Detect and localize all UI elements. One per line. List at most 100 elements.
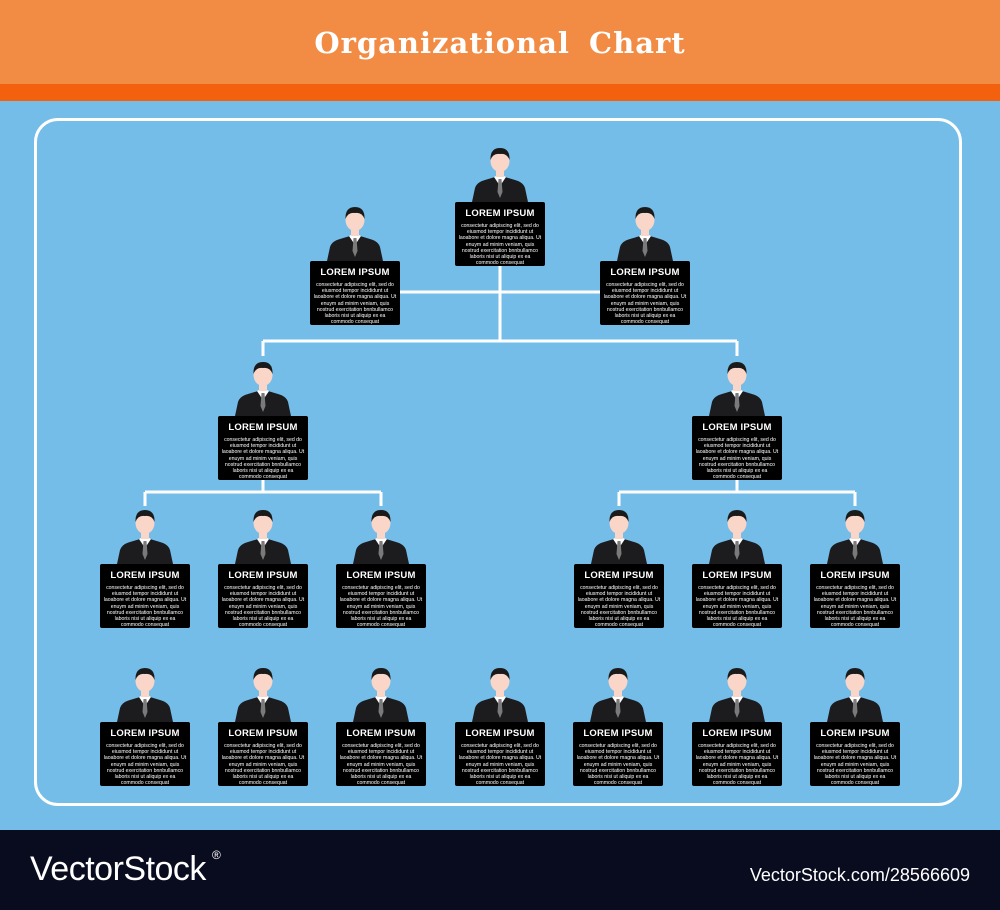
tie-shape (734, 541, 740, 560)
neck-shape (496, 169, 504, 177)
hair-shape (371, 668, 391, 680)
position-description: consectetur adipiscing elit, sed do eius… (576, 743, 660, 787)
neck-shape (351, 228, 359, 236)
neck-shape (377, 689, 385, 697)
position-description: consectetur adipiscing elit, sed do eius… (103, 585, 187, 629)
tie-shape (260, 393, 266, 412)
position-title: LOREM IPSUM (465, 728, 535, 739)
neck-shape (851, 531, 859, 539)
position-title: LOREM IPSUM (820, 728, 890, 739)
person-icon (574, 504, 664, 564)
person-icon (455, 662, 545, 722)
person-icon (100, 504, 190, 564)
person-icon (692, 504, 782, 564)
registered-mark: ® (212, 848, 221, 862)
face-shape (253, 364, 273, 386)
person-icon (310, 201, 400, 261)
face-shape (345, 209, 365, 231)
position-card: LOREM IPSUM consectetur adipiscing elit, … (692, 722, 782, 786)
face-shape (608, 670, 628, 692)
position-title: LOREM IPSUM (702, 728, 772, 739)
neck-shape (496, 689, 504, 697)
hair-shape (727, 668, 747, 680)
position-description: consectetur adipiscing elit, sed do eius… (339, 585, 423, 629)
face-shape (253, 670, 273, 692)
neck-shape (641, 228, 649, 236)
neck-shape (259, 531, 267, 539)
hair-shape (135, 510, 155, 522)
position-description: consectetur adipiscing elit, sed do eius… (221, 437, 305, 481)
tie-shape (852, 541, 858, 560)
person-icon (810, 662, 900, 722)
position-title: LOREM IPSUM (610, 267, 680, 278)
position-description: consectetur adipiscing elit, sed do eius… (221, 585, 305, 629)
org-node: LOREM IPSUM consectetur adipiscing elit, … (600, 201, 690, 325)
stock-id: VectorStock.com/28566609 (749, 865, 970, 885)
person-icon (100, 662, 190, 722)
person-icon (218, 504, 308, 564)
hair-shape (253, 510, 273, 522)
tie-shape (615, 699, 621, 718)
person-icon (692, 356, 782, 416)
hair-shape (490, 148, 510, 160)
tie-shape (142, 541, 148, 560)
face-shape (371, 670, 391, 692)
tie-shape (497, 179, 503, 198)
position-card: LOREM IPSUM consectetur adipiscing elit, … (218, 722, 308, 786)
position-title: LOREM IPSUM (820, 570, 890, 581)
face-shape (490, 150, 510, 172)
org-node: LOREM IPSUM consectetur adipiscing elit, … (218, 662, 308, 786)
position-title: LOREM IPSUM (584, 570, 654, 581)
person-icon (810, 504, 900, 564)
hair-shape (345, 207, 365, 219)
person-icon (455, 142, 545, 202)
position-description: consectetur adipiscing elit, sed do eius… (221, 743, 305, 787)
face-shape (135, 512, 155, 534)
face-shape (727, 512, 747, 534)
person-icon (336, 662, 426, 722)
tie-shape (260, 699, 266, 718)
tie-shape (352, 238, 358, 257)
position-description: consectetur adipiscing elit, sed do eius… (695, 585, 779, 629)
hair-shape (635, 207, 655, 219)
tie-shape (497, 699, 503, 718)
neck-shape (141, 531, 149, 539)
face-shape (845, 512, 865, 534)
face-shape (490, 670, 510, 692)
position-description: consectetur adipiscing elit, sed do eius… (603, 282, 687, 326)
position-description: consectetur adipiscing elit, sed do eius… (695, 743, 779, 787)
neck-shape (615, 531, 623, 539)
position-title: LOREM IPSUM (702, 422, 772, 433)
person-icon (336, 504, 426, 564)
position-description: consectetur adipiscing elit, sed do eius… (103, 743, 187, 787)
position-title: LOREM IPSUM (228, 728, 298, 739)
position-title: LOREM IPSUM (465, 208, 535, 219)
face-shape (635, 209, 655, 231)
neck-shape (377, 531, 385, 539)
position-description: consectetur adipiscing elit, sed do eius… (313, 282, 397, 326)
face-shape (727, 364, 747, 386)
tie-shape (852, 699, 858, 718)
hair-shape (609, 510, 629, 522)
header-bar (0, 0, 1000, 84)
tie-shape (378, 699, 384, 718)
hair-shape (135, 668, 155, 680)
hair-shape (490, 668, 510, 680)
face-shape (845, 670, 865, 692)
position-description: consectetur adipiscing elit, sed do eius… (339, 743, 423, 787)
neck-shape (851, 689, 859, 697)
